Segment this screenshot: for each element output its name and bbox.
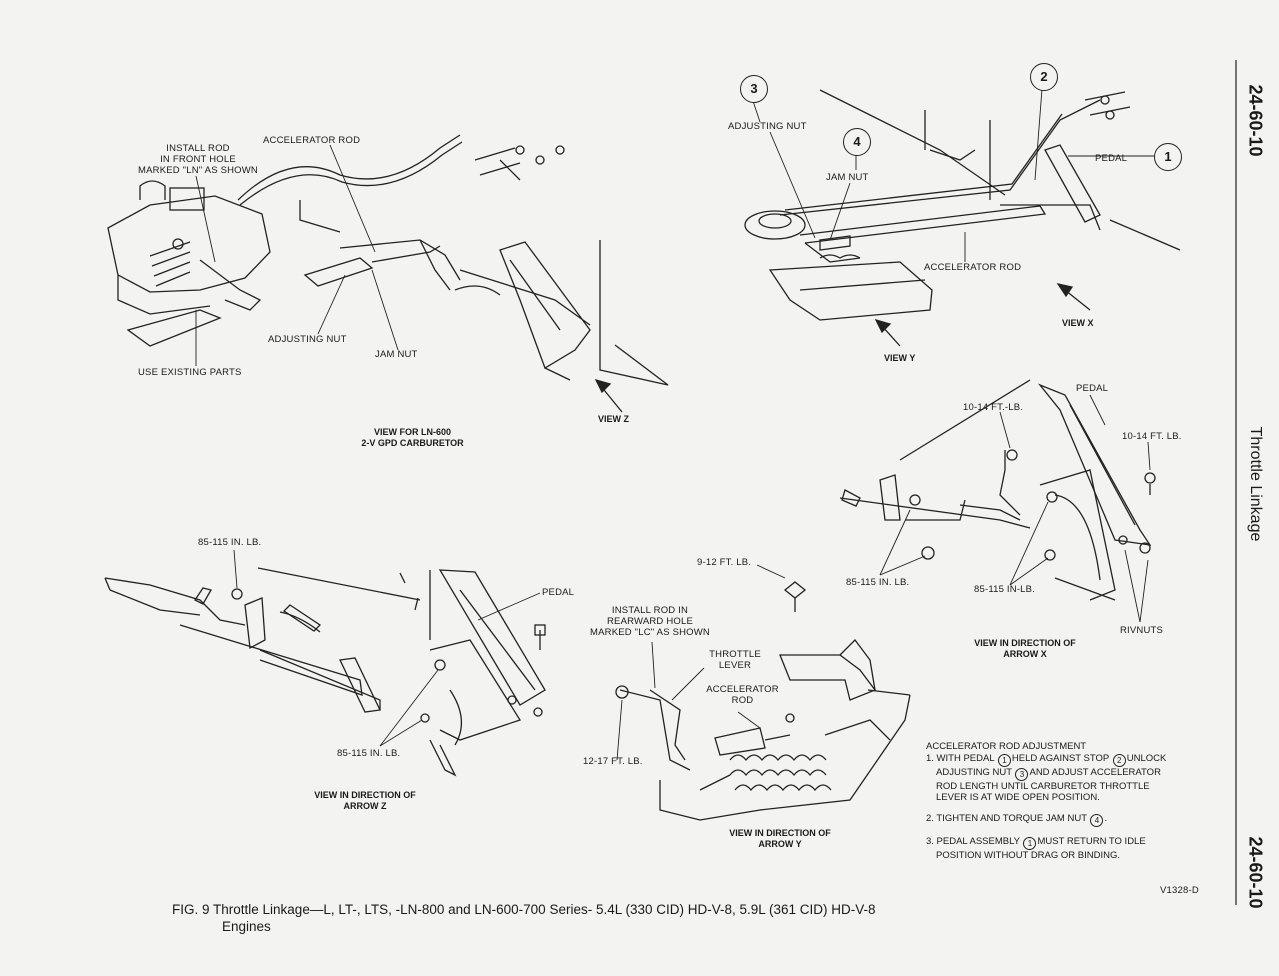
page-number-top: 24-60-10 xyxy=(1245,84,1266,157)
arrow-x-torque-85-115-right: 85-115 IN-LB. xyxy=(974,584,1036,595)
note-step-1-line-4: LEVER IS AT WIDE OPEN POSITION. xyxy=(936,792,1100,803)
arrow-y-leader-lines xyxy=(616,564,786,761)
torque-9-12-ftlb: 9-12 FT. LB. xyxy=(697,557,752,568)
note-step-1-line-3: ROD LENGTH UNTIL CARBURETOR THROTTLE xyxy=(936,780,1150,792)
view-z-carburetor-drawing xyxy=(107,134,669,386)
view-z-label: VIEW Z xyxy=(598,414,629,424)
view-xy-jam-nut-label: JAM NUT xyxy=(826,172,869,183)
caption-line-1: FIG. 9 Throttle Linkage—L, LT-, LTS, -LN… xyxy=(172,902,876,917)
figure-caption: FIG. 9 Throttle Linkage—L, LT-, LTS, -LN… xyxy=(172,901,876,935)
view-xy-adjusting-nut-label: ADJUSTING NUT xyxy=(728,121,807,132)
figure-code: V1328-D xyxy=(1160,885,1199,896)
note-step-3-line-2: POSITION WITHOUT DRAG OR BINDING. xyxy=(936,849,1121,861)
view-x-label: VIEW X xyxy=(1062,318,1094,328)
view-z-jam-nut-label: JAM NUT xyxy=(375,349,418,360)
callout-4: 4 xyxy=(843,128,871,156)
torque-10-14-ftlb-left: 10-14 FT.-LB. xyxy=(963,402,1024,413)
callout-1: 1 xyxy=(1154,143,1182,171)
arrow-z-torque-top: 85-115 IN. LB. xyxy=(198,537,262,548)
page-number-bottom: 24-60-10 xyxy=(1245,836,1266,909)
arrow-x-torque-85-115-left: 85-115 IN. LB. xyxy=(846,577,910,588)
view-xy-pedal-label: PEDAL xyxy=(1095,153,1128,164)
callout-2: 2 xyxy=(1030,63,1058,91)
arrow-x-pedal-label: PEDAL xyxy=(1076,383,1109,394)
view-xy-leader-lines xyxy=(752,88,1155,262)
view-z-adjusting-nut-label: ADJUSTING NUT xyxy=(268,334,347,345)
view-y-label: VIEW Y xyxy=(884,353,916,363)
section-title: Throttle Linkage xyxy=(1247,426,1264,542)
view-y-arrow xyxy=(874,318,901,347)
torque-10-14-ftlb-right: 10-14 FT. LB. xyxy=(1122,431,1182,442)
callout-3: 3 xyxy=(740,75,768,103)
arrow-x-leader-lines xyxy=(879,394,1151,623)
view-xy-accelerator-rod-label: ACCELERATOR ROD xyxy=(924,262,1022,273)
use-existing-parts-label: USE EXISTING PARTS xyxy=(138,367,242,378)
view-x-arrow xyxy=(1056,283,1091,311)
caption-line-2: Engines xyxy=(222,919,271,934)
accelerator-rod-adjustment-notes: ACCELERATOR ROD ADJUSTMENT 1. WITH PEDAL… xyxy=(926,741,1166,861)
view-z-arrow xyxy=(594,378,623,413)
arrow-z-leader-lines xyxy=(233,549,541,747)
arrow-z-drawing xyxy=(104,567,546,777)
notes-title: ACCELERATOR ROD ADJUSTMENT xyxy=(926,741,1087,752)
view-z-leader-lines xyxy=(195,144,399,366)
arrow-z-torque-bottom: 85-115 IN. LB. xyxy=(337,748,401,759)
view-xy-drawing xyxy=(744,89,1181,321)
view-z-accelerator-rod-label: ACCELERATOR ROD xyxy=(263,135,361,146)
torque-12-17-ftlb: 12-17 FT. LB. xyxy=(583,756,643,767)
arrow-z-pedal-label: PEDAL xyxy=(542,587,575,598)
arrow-y-drawing xyxy=(615,581,911,821)
rivnuts-label: RIVNUTS xyxy=(1120,625,1164,636)
arrow-x-drawing xyxy=(839,379,1156,601)
note-step-2: 2. TIGHTEN AND TORQUE JAM NUT 4. xyxy=(926,812,1108,827)
